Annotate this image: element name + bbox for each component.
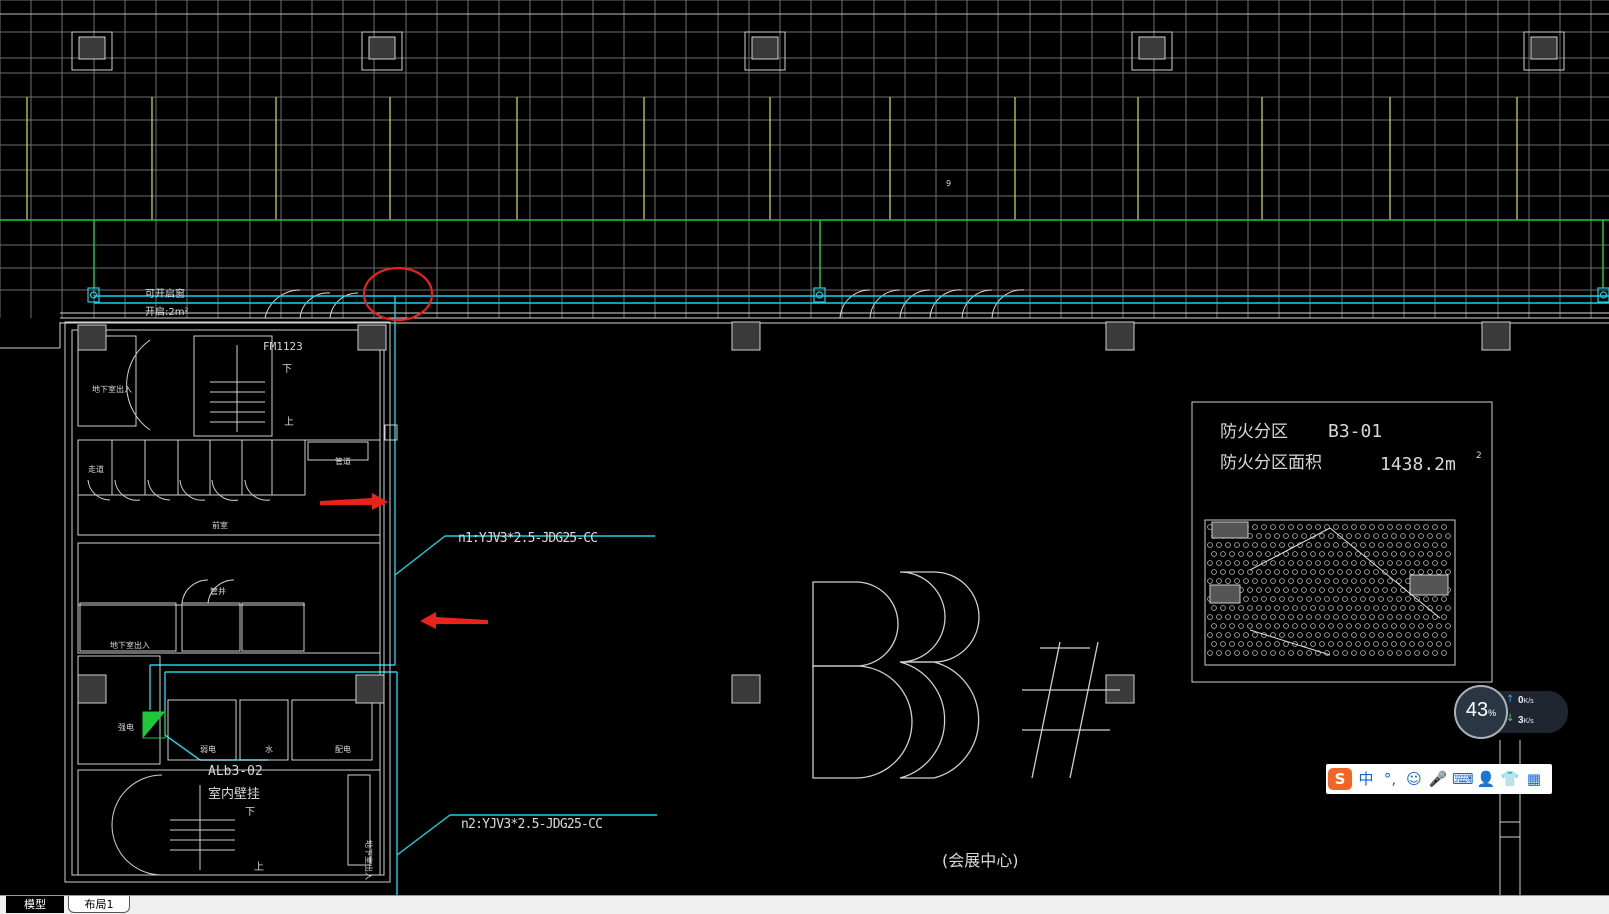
keyboard-icon[interactable]: ⌨ xyxy=(1452,770,1474,788)
cyan-devices xyxy=(87,287,1609,303)
download-arrow-icon: ↓ xyxy=(1506,713,1515,724)
fire-zone-box xyxy=(1191,401,1493,683)
label-stair-exit: 地下室出入 xyxy=(364,840,374,880)
gauge-percent: 43% xyxy=(1465,699,1497,721)
toolbox-icon[interactable]: ▦ xyxy=(1526,770,1542,788)
interior-columns xyxy=(77,321,1511,704)
network-monitor[interactable]: ↑ 0K/s ↓ 3K/s 43% xyxy=(1452,685,1570,739)
big-outline-label xyxy=(812,571,1120,779)
left-stair-block xyxy=(0,321,398,883)
emoji-icon[interactable]: ☺ xyxy=(1406,770,1422,788)
yellow-lines xyxy=(26,97,1518,220)
tab-model[interactable]: 模型 xyxy=(6,896,64,913)
label-fire-zone-area-sup: 2 xyxy=(1476,451,1482,461)
upload-speed: 0K/s xyxy=(1518,695,1534,706)
red-arrow-right xyxy=(320,493,388,510)
cad-canvas[interactable]: 可开启窗 开启:2m² FM1123 下 上 地下室出入 走道 前室 管道 地下… xyxy=(0,0,1609,895)
red-arrow-left xyxy=(420,612,488,629)
label-room-8: 弱电 xyxy=(200,744,216,754)
sogou-logo-icon[interactable]: S xyxy=(1328,768,1352,790)
outer-wall xyxy=(60,289,1609,324)
label-room-7: 强电 xyxy=(118,722,134,732)
label-panel: ALb3-02 xyxy=(208,764,263,779)
distribution-panel-outline xyxy=(142,711,166,739)
cyan-wiring xyxy=(94,295,1609,895)
tab-layout1[interactable]: 布局1 xyxy=(68,896,130,913)
ime-punct-button[interactable]: °, xyxy=(1383,770,1397,788)
label-down-1: 下 xyxy=(282,364,292,375)
label-room-6: 管井 xyxy=(210,586,226,596)
memory-gauge[interactable]: 43% xyxy=(1454,685,1508,739)
label-door-fm: FM1123 xyxy=(263,340,303,353)
distribution-panel-icon xyxy=(143,712,165,738)
label-fire-zone: 防火分区 xyxy=(1220,422,1288,442)
label-window-area: 开启:2m² xyxy=(145,305,188,318)
download-speed: 3K/s xyxy=(1518,715,1534,726)
label-room-2: 走道 xyxy=(88,464,104,474)
layout-tab-bar: 模型 布局1 xyxy=(0,895,1609,914)
label-room-9: 水 xyxy=(265,744,273,754)
label-room-1: 地下室出入 xyxy=(92,384,132,394)
ime-toolbar[interactable]: S 中 °, ☺ 🎤 ⌨ 👤 👕 ▦ xyxy=(1326,764,1552,794)
label-stair-down: 下 xyxy=(245,807,255,818)
label-open-window: 可开启窗 xyxy=(145,287,185,300)
label-fire-zone-value: B3-01 xyxy=(1328,421,1382,442)
microphone-icon[interactable]: 🎤 xyxy=(1428,770,1448,788)
label-cable-n2: n2:YJV3*2.5-JDG25-CC xyxy=(461,817,603,832)
label-room-10: 配电 xyxy=(335,744,351,754)
label-up-1: 上 xyxy=(284,416,294,428)
label-room-4: 管道 xyxy=(335,456,351,466)
ime-mode-button[interactable]: 中 xyxy=(1358,770,1374,788)
skin-icon[interactable]: 👕 xyxy=(1500,770,1520,788)
label-room-5: 地下室出入 xyxy=(110,640,150,650)
label-room-3: 前室 xyxy=(212,520,228,530)
label-grid-mark: 9 xyxy=(946,179,951,188)
label-panel-sub: 室内壁挂 xyxy=(208,786,260,802)
red-circle-marker xyxy=(362,266,434,322)
label-cable-n1: n1:YJV3*2.5-JDG25-CC xyxy=(458,531,598,546)
user-icon[interactable]: 👤 xyxy=(1476,770,1496,788)
label-fire-zone-area-value: 1438.2m xyxy=(1380,454,1456,475)
top-columns xyxy=(71,31,1565,71)
fire-zone-hatch xyxy=(1207,521,1451,656)
upload-arrow-icon: ↑ xyxy=(1506,694,1515,705)
label-stair-up: 上 xyxy=(254,861,264,873)
label-center: (会展中心) xyxy=(942,851,1019,870)
label-fire-zone-area: 防火分区面积 xyxy=(1220,453,1322,473)
network-speeds: ↑ 0K/s ↓ 3K/s xyxy=(1496,691,1568,733)
